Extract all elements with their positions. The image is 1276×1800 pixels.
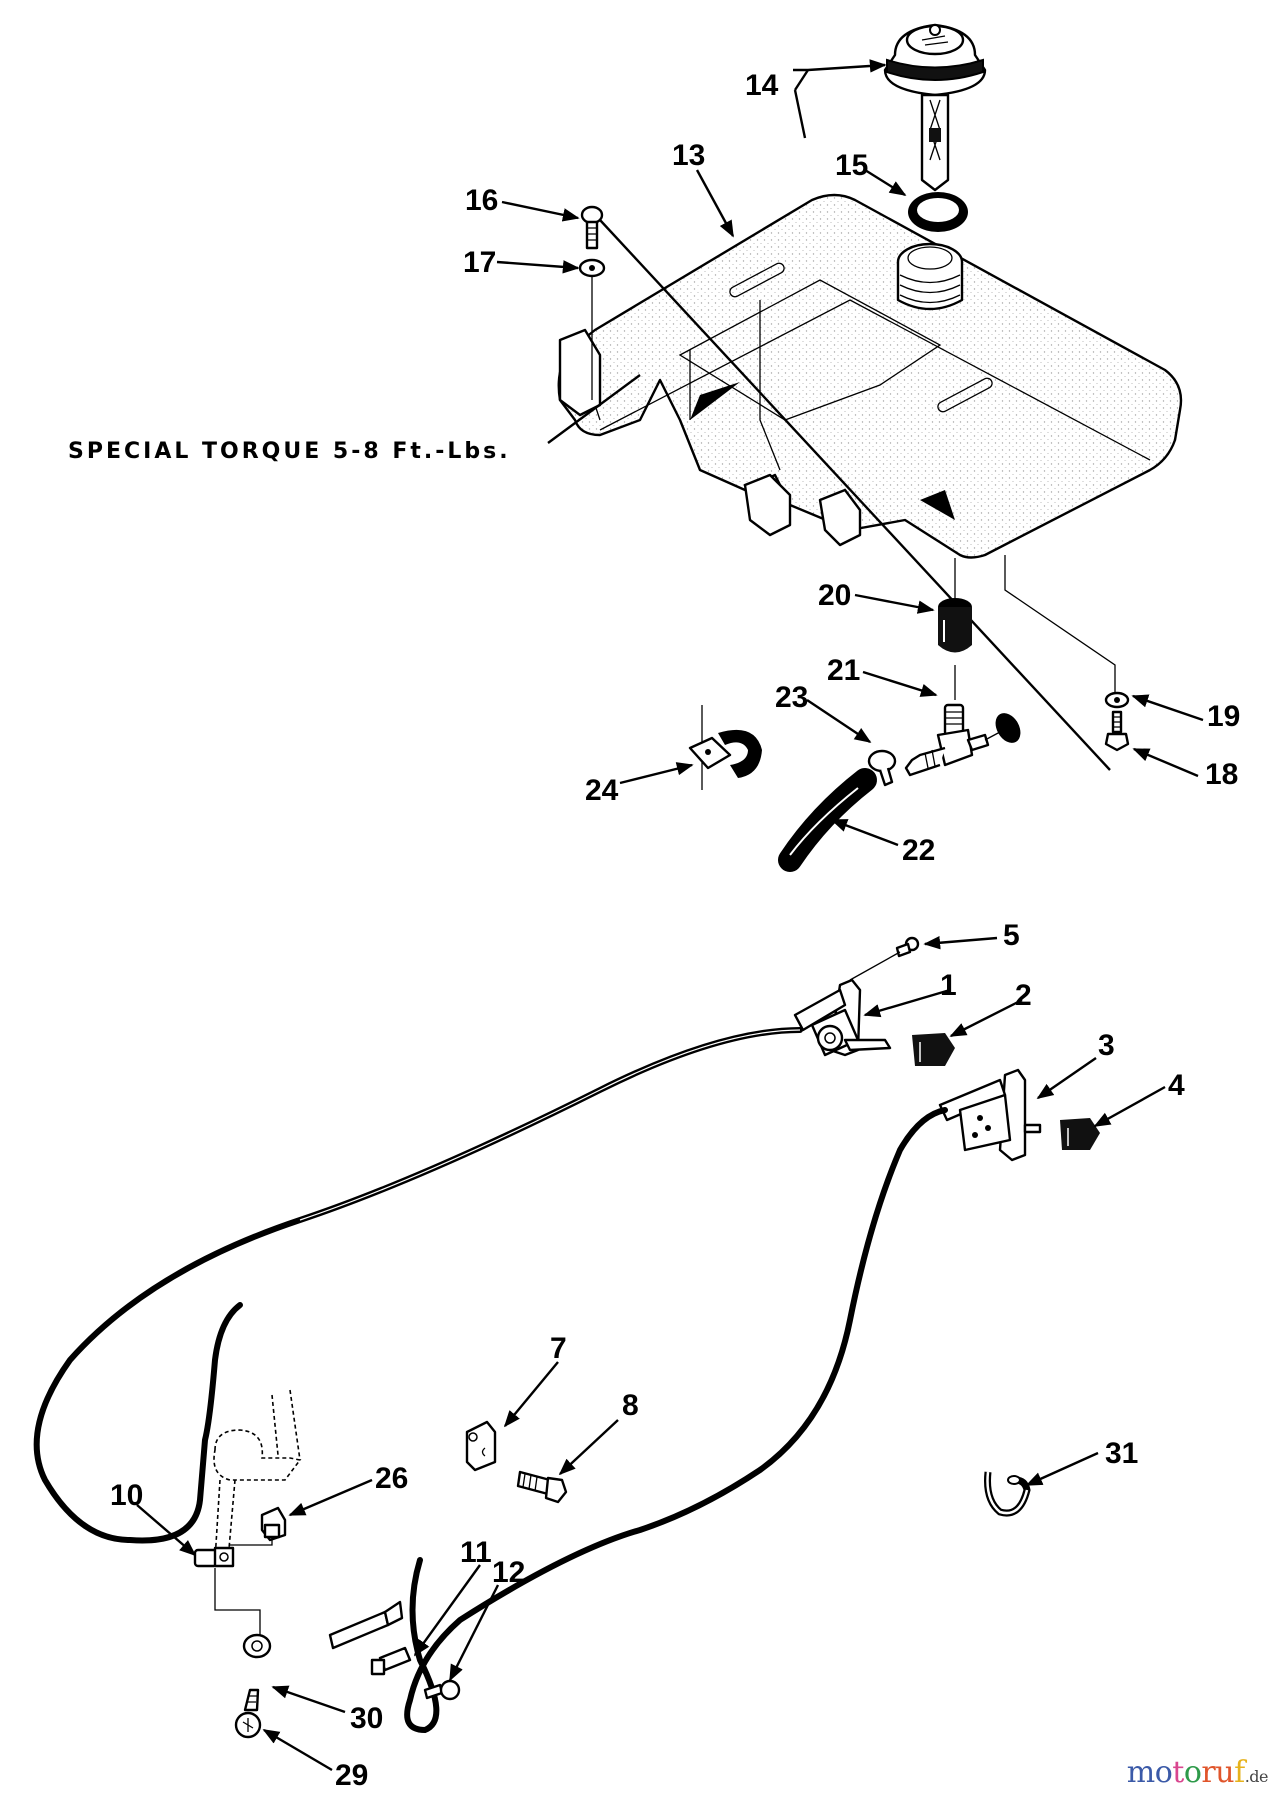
callout-23: 23 xyxy=(775,681,808,714)
throttle-cable xyxy=(33,1027,803,1544)
callout-18: 18 xyxy=(1205,758,1238,791)
callout-7: 7 xyxy=(550,1332,567,1365)
screw-12 xyxy=(423,1679,461,1701)
screw-5 xyxy=(895,936,920,958)
cable-clamp-10 xyxy=(193,1546,235,1568)
grommet-bushing xyxy=(938,598,972,653)
cap-gasket xyxy=(908,192,968,232)
shutoff-valve xyxy=(904,703,1021,777)
callout-10: 10 xyxy=(110,1479,143,1512)
callout-8: 8 xyxy=(622,1389,639,1422)
torque-note-leader xyxy=(547,374,641,444)
callout-3: 3 xyxy=(1098,1029,1115,1062)
screw-leader xyxy=(849,951,901,981)
callout-16: 16 xyxy=(465,184,498,217)
bolt-8 xyxy=(516,1470,568,1504)
torque-note: SPECIAL TORQUE 5-8 Ft.-Lbs. xyxy=(68,439,511,464)
washer-30 xyxy=(242,1633,272,1659)
tank-washer xyxy=(578,258,606,278)
torque-leader-line xyxy=(599,219,1111,771)
callout-19: 19 xyxy=(1207,700,1240,733)
throttle-knob xyxy=(912,1033,955,1066)
screw-18 xyxy=(1104,710,1130,752)
watermark-letter: o xyxy=(1183,1755,1202,1790)
watermark-letter: r xyxy=(1201,1755,1216,1790)
cable-clip-7 xyxy=(465,1420,497,1472)
callout-12: 12 xyxy=(492,1556,525,1589)
callout-24: 24 xyxy=(585,774,619,807)
watermark-letter: o xyxy=(1154,1755,1173,1790)
motoruf-watermark-logo: motoruf.de xyxy=(1127,1755,1269,1790)
callout-30: 30 xyxy=(350,1702,383,1735)
carburetor-outline xyxy=(213,1389,302,1561)
callout-15: 15 xyxy=(835,149,868,182)
hose-clamp xyxy=(867,749,897,787)
callout-14: 14 xyxy=(745,69,779,102)
p-clip xyxy=(688,705,762,790)
choke-knob xyxy=(1060,1118,1100,1150)
callout-26: 26 xyxy=(375,1462,408,1495)
callout-21: 21 xyxy=(827,654,860,687)
choke-cable xyxy=(404,1107,948,1734)
callout-29: 29 xyxy=(335,1759,368,1792)
watermark-letter: u xyxy=(1215,1755,1235,1790)
callout-1: 1 xyxy=(940,969,957,1002)
cable-bracket-11 xyxy=(328,1600,412,1676)
callout-4: 4 xyxy=(1168,1069,1185,1102)
screw-29 xyxy=(234,1688,262,1739)
watermark-letter: f xyxy=(1234,1755,1245,1790)
fuel-hose xyxy=(778,768,877,872)
washer-19 xyxy=(1104,691,1130,709)
choke-control-bracket xyxy=(938,1068,1042,1162)
washer-leader-line xyxy=(1004,555,1116,695)
callout-5: 5 xyxy=(1003,919,1020,952)
callout-17: 17 xyxy=(463,246,496,279)
fuel-tank xyxy=(557,193,1183,559)
watermark-tld: .de xyxy=(1244,1767,1269,1786)
watermark-letter: t xyxy=(1172,1755,1184,1790)
throttle-control-bracket xyxy=(793,978,892,1057)
hose-clamp-31 xyxy=(984,1471,1031,1517)
clip-26 xyxy=(230,1506,287,1546)
tank-bolt xyxy=(580,205,604,250)
callout-arrows xyxy=(136,59,1204,1772)
callout-13: 13 xyxy=(672,139,705,172)
callout-31: 31 xyxy=(1105,1437,1138,1470)
fuel-cap-with-gauge xyxy=(883,23,987,192)
watermark-wordmark: motoruf xyxy=(1127,1755,1245,1790)
callout-20: 20 xyxy=(818,579,851,612)
callout-22: 22 xyxy=(902,834,935,867)
watermark-letter: m xyxy=(1126,1755,1155,1790)
callout-11: 11 xyxy=(460,1536,492,1569)
screw-leader-line xyxy=(214,1568,261,1640)
callout-2: 2 xyxy=(1015,979,1032,1012)
